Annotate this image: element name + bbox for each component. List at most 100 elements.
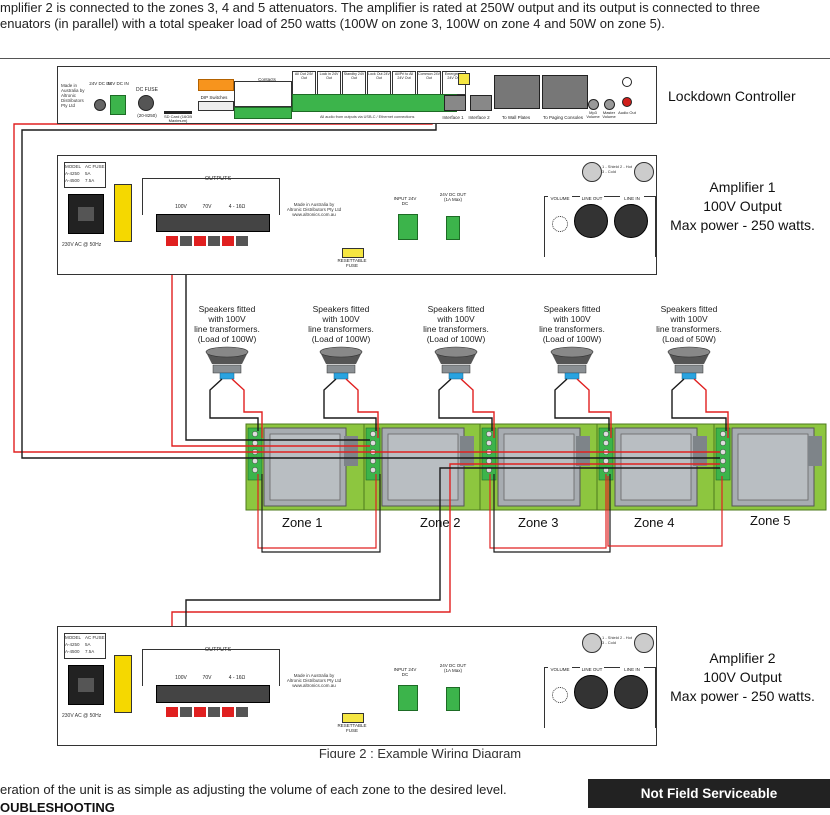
amplifier-2-caption: Amplifier 2 100V Output Max power - 250 … bbox=[655, 649, 830, 706]
fuse-b: 7.5A bbox=[85, 178, 95, 183]
amplifier-1-output: 100V Output bbox=[703, 198, 782, 214]
outputs-bracket-2 bbox=[142, 649, 280, 686]
output-terminal-strip[interactable] bbox=[292, 94, 457, 112]
fuse-holder-icon[interactable] bbox=[138, 95, 154, 111]
xlr-line-out-socket-2[interactable] bbox=[574, 675, 608, 709]
speaker-terminal-block[interactable] bbox=[156, 214, 270, 232]
interface-2-label: Interface 2 bbox=[468, 115, 490, 120]
manufacturer-info: Made in Australia by Altronic Distributo… bbox=[286, 202, 342, 217]
out-label-5: All/Pri to All 24V Out bbox=[392, 71, 416, 95]
fuse-a: 5A bbox=[85, 171, 91, 176]
figure-caption: Figure 2 : Example Wiring Diagram bbox=[318, 746, 522, 758]
dc-out-label: 24V DC OUT (1A Max) bbox=[439, 192, 467, 202]
iec-power-socket[interactable] bbox=[68, 194, 104, 234]
resettable-fuse-button-2[interactable] bbox=[342, 713, 364, 723]
zone-label-1: Zone 1 bbox=[282, 515, 323, 530]
fuse-rating-label: (20-8250) bbox=[137, 113, 157, 118]
dc-in-1-label: 24V DC IN bbox=[89, 81, 111, 86]
output-70v-label: 70V bbox=[202, 204, 212, 210]
fuse-head: AC FUSE bbox=[85, 164, 105, 169]
xlr-pinout-icon-3 bbox=[582, 633, 602, 653]
mp3-volume-knob[interactable] bbox=[588, 99, 599, 110]
outputs-label: OUTPUTS bbox=[204, 176, 232, 182]
model-head: MODEL bbox=[65, 164, 82, 169]
input-24v-terminal-2[interactable] bbox=[398, 685, 418, 711]
ac-rating-label: 230V AC @ 50Hz bbox=[62, 242, 102, 248]
amplifier-1-caption: Amplifier 1 100V Output Max power - 250 … bbox=[655, 178, 830, 235]
dc-in-2-label: 24V DC IN bbox=[107, 81, 129, 86]
contacts-label: Contacts bbox=[258, 77, 276, 82]
output-terminals: All Out 24V Out Lock in 24V Out Standby … bbox=[292, 71, 466, 95]
dip-switches[interactable] bbox=[198, 101, 234, 111]
xlr-line-in-socket-2[interactable] bbox=[614, 675, 648, 709]
zone-label-3: Zone 3 bbox=[518, 515, 559, 530]
interface-2-port[interactable] bbox=[470, 95, 492, 111]
amplifier-2-power: Max power - 250 watts. bbox=[670, 688, 815, 704]
input-24v-label-2: INPUT 24V DC bbox=[393, 667, 417, 677]
wallplate-ports[interactable] bbox=[494, 75, 540, 109]
line-out-label: LINE OUT bbox=[580, 194, 604, 204]
out-label-3: Standby 24V Out bbox=[342, 71, 366, 95]
resettable-fuse-label: RESETTABLE FUSE bbox=[337, 258, 367, 268]
input-24v-terminal[interactable] bbox=[398, 214, 418, 240]
dc-in-terminal[interactable] bbox=[110, 95, 126, 115]
volume-knob[interactable] bbox=[552, 216, 568, 232]
xlr-pinout-icon-4 bbox=[634, 633, 654, 653]
paging-ports[interactable] bbox=[542, 75, 588, 109]
wallplates-label: To Wall Plates bbox=[501, 115, 531, 120]
amplifier-1-title: Amplifier 1 bbox=[709, 179, 776, 195]
interface-1-label: Interface 1 bbox=[442, 115, 464, 120]
rca-red-icon[interactable] bbox=[622, 97, 632, 107]
input-24v-label: INPUT 24V DC bbox=[393, 196, 417, 206]
output-100v-label: 100V bbox=[175, 204, 187, 210]
master-volume-knob[interactable] bbox=[604, 99, 615, 110]
speakers bbox=[205, 346, 711, 380]
iec-power-socket-2[interactable] bbox=[68, 665, 104, 705]
xlr-line-in-socket[interactable] bbox=[614, 204, 648, 238]
amplifier-1-panel: MODEL AC FUSE A-4250 5A A-4500 7.5A 230V… bbox=[57, 155, 657, 275]
out-label-4: Lock Out 24V Out bbox=[367, 71, 391, 95]
footer-line-1: eration of the unit is as simple as adju… bbox=[0, 782, 507, 797]
polarity-markers-2 bbox=[166, 707, 250, 717]
volume-label-2: VOLUME bbox=[548, 665, 572, 675]
sd-card-label: SD Card (16GB Maximum) bbox=[163, 114, 192, 123]
master-volume-label: Master Volume bbox=[602, 110, 616, 119]
dc-jack-icon bbox=[94, 99, 106, 111]
intro-text: mplifier 2 is connected to the zones 3, … bbox=[0, 0, 830, 32]
zone-label-2: Zone 2 bbox=[420, 515, 461, 530]
model-b: A-4500 bbox=[65, 178, 80, 183]
volume-knob-2[interactable] bbox=[552, 687, 568, 703]
not-field-serviceable-badge: Not Field Serviceable bbox=[588, 779, 830, 808]
xlr-pinout-label: 1 - Shield 2 - Hot 3 - Cold bbox=[602, 164, 633, 174]
warning-sticker-2 bbox=[114, 655, 132, 713]
output-70v-label-2: 70V bbox=[202, 675, 212, 681]
attenuators bbox=[245, 423, 827, 511]
xlr-line-out-socket[interactable] bbox=[574, 204, 608, 238]
speaker-terminal-block-2[interactable] bbox=[156, 685, 270, 703]
volume-label: VOLUME bbox=[548, 194, 572, 204]
dc-out-terminal[interactable] bbox=[446, 216, 460, 240]
paging-label: To Paging Consoles bbox=[542, 115, 584, 120]
controller-branding: Made in Australia by Altronic Distributo… bbox=[61, 83, 85, 108]
xlr-pinout-label-2: 1 - Shield 2 - Hot 3 - Cold bbox=[602, 635, 633, 645]
resettable-fuse-button[interactable] bbox=[342, 248, 364, 258]
zone-label-4: Zone 4 bbox=[634, 515, 675, 530]
dc-out-label-2: 24V DC OUT (1A Max) bbox=[439, 663, 467, 673]
out-label-1: All Out 24V Out bbox=[292, 71, 316, 95]
resettable-fuse-label-2: RESETTABLE FUSE bbox=[337, 723, 367, 733]
speaker-2 bbox=[319, 346, 363, 380]
outputs-label-2: OUTPUTS bbox=[204, 647, 232, 653]
interface-1-port[interactable] bbox=[444, 95, 466, 111]
sd-card-slot[interactable] bbox=[164, 111, 192, 114]
outputs-bracket bbox=[142, 178, 280, 215]
contacts-terminal[interactable] bbox=[234, 107, 292, 119]
amplifier-2-panel: MODEL AC FUSE A-4250 5A A-4500 7.5A 230V… bbox=[57, 626, 657, 746]
rca-white-icon[interactable] bbox=[622, 77, 632, 87]
model-a: A-4250 bbox=[65, 171, 80, 176]
ac-rating-label-2: 230V AC @ 50Hz bbox=[62, 713, 102, 719]
line-in-label-2: LINE IN bbox=[620, 665, 644, 675]
lockdown-controller: Made in Australia by Altronic Distributo… bbox=[57, 66, 657, 124]
dc-out-terminal-2[interactable] bbox=[446, 687, 460, 711]
